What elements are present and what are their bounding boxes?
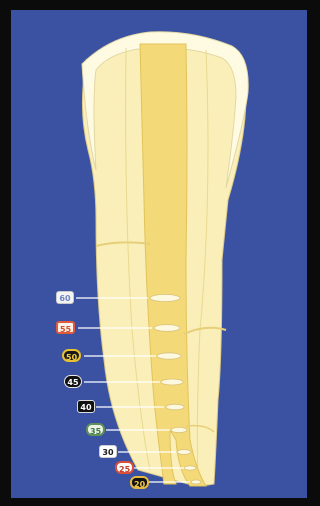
canal-marker-30 — [177, 450, 191, 455]
canal-marker-20 — [191, 480, 201, 484]
canal-marker-45 — [161, 379, 183, 385]
canal-marker-40 — [166, 404, 184, 410]
file-size-badge: 30 — [99, 445, 117, 458]
file-size-badge: 60 — [56, 291, 74, 304]
canal-marker-55 — [154, 325, 180, 332]
file-size-badge: 25 — [115, 461, 134, 474]
canal-marker-25 — [184, 466, 196, 470]
file-size-badge: 20 — [130, 476, 149, 489]
file-size-badge: 55 — [56, 321, 75, 334]
file-size-badge: 35 — [86, 423, 105, 436]
canal-marker-50 — [157, 353, 181, 359]
canal-marker-60 — [150, 294, 180, 301]
file-size-badge: 45 — [64, 375, 82, 388]
file-size-badge: 50 — [62, 349, 81, 362]
canal-marker-35 — [171, 427, 187, 432]
file-size-badge: 40 — [77, 400, 95, 413]
